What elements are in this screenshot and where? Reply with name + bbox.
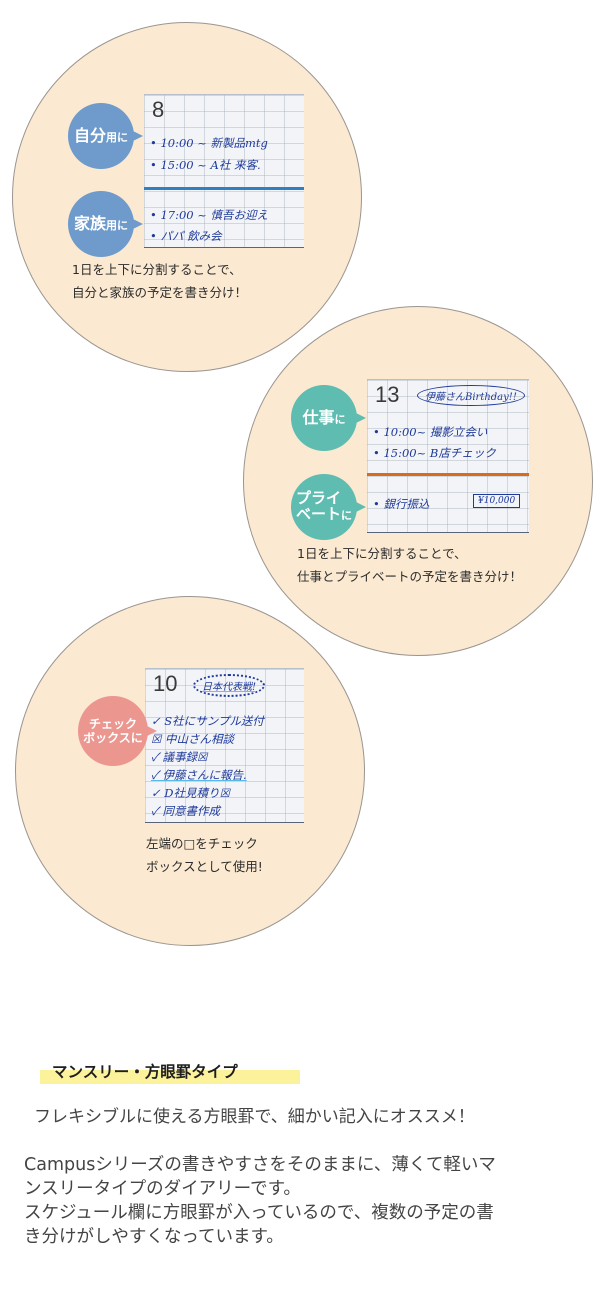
feature-caption: 左端の□をチェック ボックスとして使用! — [146, 836, 263, 874]
schedule-line: • 15:00~ B店チェック — [373, 446, 496, 460]
todo-line: ✓ 議事録☒ — [151, 750, 208, 764]
amount-box: ¥10,000 — [473, 494, 521, 508]
label-bubble-checkbox: チェック ボックスに — [78, 696, 157, 766]
section-description: Campusシリーズの書きやすさをそのままに、薄くて軽いマ ンスリータイプのダイ… — [24, 1155, 496, 1247]
schedule-line: • パパ 飲み会 — [150, 229, 222, 243]
schedule-line: • 10:00~ 撮影立会い — [373, 425, 488, 439]
section-title: マンスリー・方眼罫タイプ — [52, 1063, 238, 1081]
schedule-line: • 10:00 ~ 新製品mtg — [150, 136, 268, 150]
section-subtitle: フレキシブルに使える方眼罫で、細かい記入にオススメ！ — [34, 1107, 475, 1127]
day-number: 8 — [152, 97, 165, 122]
feature-caption: 1日を上下に分割することで、 仕事とプライベートの予定を書き分け！ — [297, 546, 523, 584]
label-bubble-self: 自分用に — [68, 103, 143, 169]
label-bubble-family: 家族用に — [68, 191, 143, 257]
heading-highlight — [40, 1070, 300, 1084]
todo-line: ✓ D社見積り☒ — [151, 786, 230, 800]
feature-caption: 1日を上下に分割することで、 自分と家族の予定を書き分け！ — [72, 262, 248, 300]
cloud-note: 日本代表戦! — [193, 674, 266, 697]
todo-line: ☒ 中山さん相談 — [151, 732, 234, 746]
diary-photo-day-8: 8 • 10:00 ~ 新製品mtg • 15:00 ~ A社 来客. • 17… — [144, 94, 304, 248]
day-number: 10 — [153, 671, 178, 696]
diary-photo-day-13: 13 伊藤さんBirthday!! • 10:00~ 撮影立会い • 15:00… — [367, 379, 529, 533]
schedule-line: • 銀行振込 — [373, 497, 430, 511]
label-bubble-private: プライ ベートに — [291, 474, 366, 540]
diary-photo-day-10: 10 日本代表戦! ✓ S社にサンプル送付 ☒ 中山さん相談 ✓ 議事録☒ ✓ … — [145, 668, 304, 823]
divider-rule-blue — [144, 187, 304, 190]
todo-line: ✓ 伊藤さんに報告. — [151, 768, 247, 782]
schedule-line: • 17:00 ~ 慎吾お迎え — [150, 208, 269, 222]
birthday-note: 伊藤さんBirthday!! — [417, 385, 525, 406]
divider-rule-orange — [367, 473, 529, 476]
day-number: 13 — [375, 382, 400, 407]
schedule-line: • 15:00 ~ A社 来客. — [150, 158, 261, 172]
todo-line: ✓ S社にサンプル送付 — [151, 714, 264, 728]
label-bubble-work: 仕事に — [291, 385, 366, 451]
todo-line: ✓ 同意書作成 — [151, 804, 221, 818]
section-heading: マンスリー・方眼罫タイプ — [40, 1060, 300, 1086]
